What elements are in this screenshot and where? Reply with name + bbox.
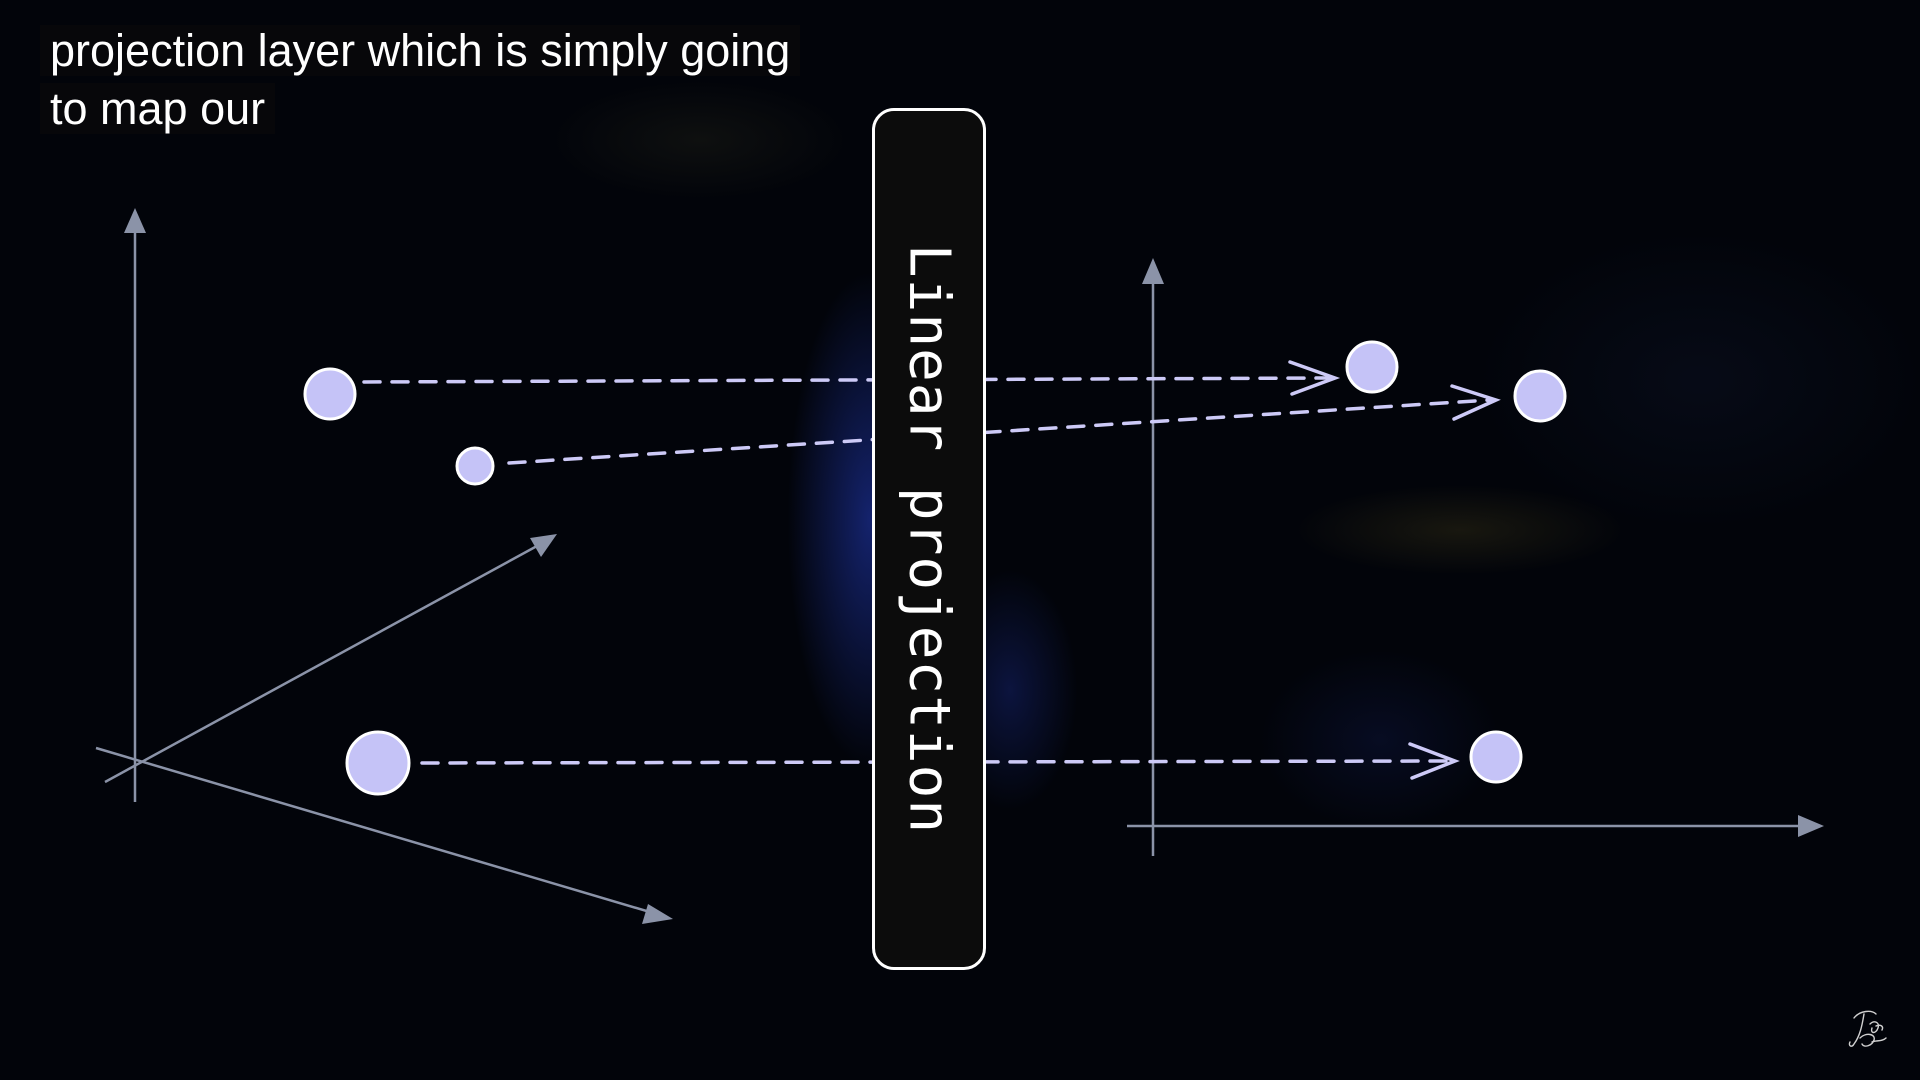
input-axis-diagonal [104,538,549,784]
projection-arrow-top-head [1288,360,1341,396]
input-axis-horizontal [95,746,661,917]
output-axis-horizontal-arrowhead [1798,815,1824,837]
input-point-small [455,446,495,486]
input-axis-diagonal-arrowhead [530,534,557,557]
projection-arrow-middle-head [1450,384,1501,421]
input-space-axes [95,208,673,924]
input-points [303,367,495,796]
linear-projection-label: Linear projection [896,243,962,835]
signature-logo [1848,1010,1887,1047]
projection-arrow-bottom-head [1408,742,1460,780]
output-point-top-left [1345,340,1399,394]
subtitle-caption: projection layer which is simply going t… [40,22,860,138]
input-point-large-top [303,367,357,421]
output-point-bottom [1469,730,1523,784]
output-point-top-right [1513,369,1567,423]
output-space-axes [1127,258,1824,856]
output-points [1345,340,1567,784]
caption-line-1: projection layer which is simply going [40,25,801,76]
output-axis-vertical-arrowhead [1142,258,1164,284]
projection-arrow-top [362,376,1332,384]
projection-arrow-middle [507,398,1492,465]
caption-line-2: to map our [40,83,276,134]
input-axis-horizontal-arrowhead [642,904,673,924]
input-axis-vertical-arrowhead [124,208,146,233]
input-point-large-bottom [345,730,411,796]
linear-projection-box [872,108,986,970]
